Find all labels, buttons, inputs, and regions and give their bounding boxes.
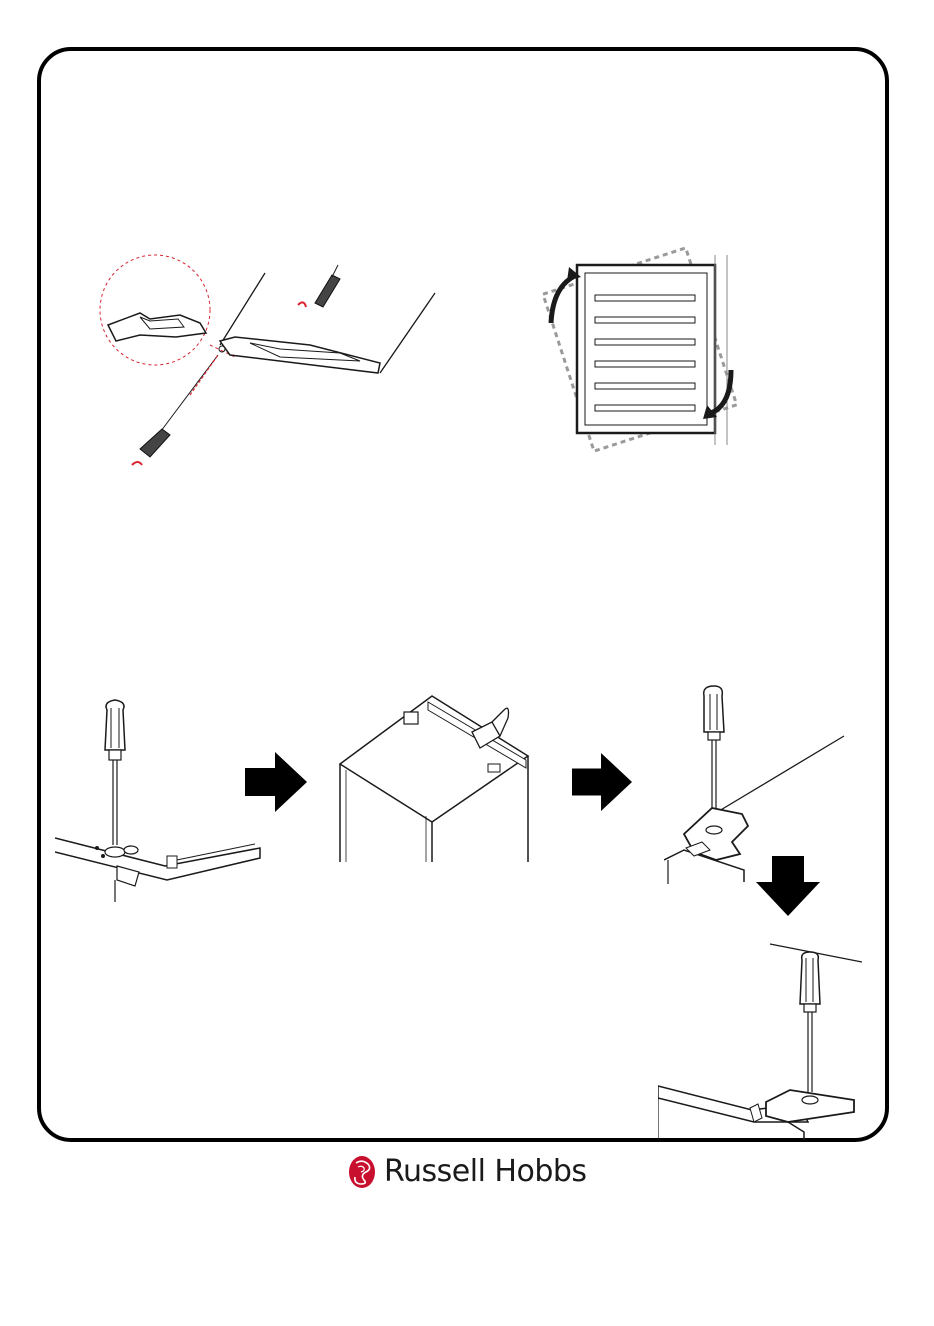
hinge-bracket-screw-illustration (664, 684, 846, 884)
door-reversal-rotation-illustration (535, 245, 750, 455)
brand-footer: Russell Hobbs (348, 1154, 608, 1190)
down-arrow-icon (756, 856, 820, 916)
hinge-screw-step-illustration (55, 690, 265, 905)
cabinet-top-hinge-illustration (332, 692, 542, 864)
hinge-bracket-fixed-illustration (658, 940, 862, 1140)
right-arrow-icon (245, 752, 307, 812)
hinge-cover-removal-illustration (80, 245, 450, 480)
brand-name: Russell Hobbs (384, 1157, 587, 1187)
russell-hobbs-logo-icon (348, 1155, 376, 1189)
right-arrow-icon (572, 752, 632, 812)
